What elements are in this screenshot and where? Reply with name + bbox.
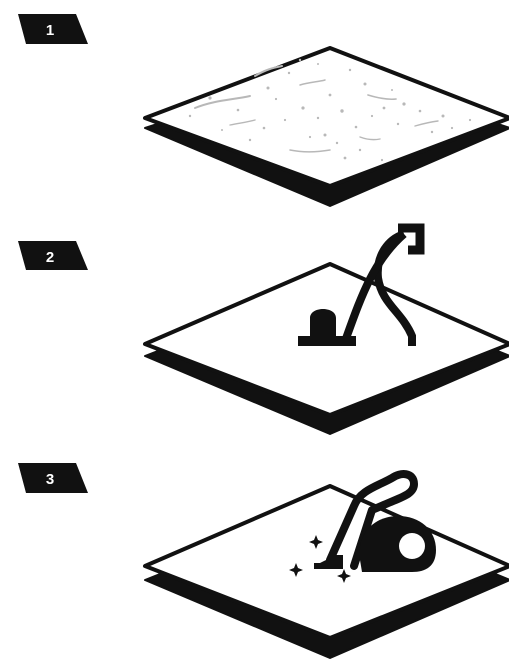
floor-mat-2 bbox=[145, 264, 509, 434]
step-1: 1 bbox=[18, 14, 509, 206]
floor-mat-1 bbox=[145, 48, 509, 206]
step-2: 2 bbox=[18, 228, 509, 434]
step-1-number: 1 bbox=[46, 22, 54, 39]
step-2-badge: 2 bbox=[18, 241, 88, 270]
step-1-badge: 1 bbox=[18, 14, 88, 44]
step-3: 3 bbox=[18, 463, 509, 658]
step-3-number: 3 bbox=[46, 471, 54, 488]
floor-mat-1-top bbox=[145, 48, 509, 186]
step-3-badge: 3 bbox=[18, 463, 88, 493]
step-2-number: 2 bbox=[46, 249, 54, 266]
floor-mat-3 bbox=[145, 486, 509, 658]
